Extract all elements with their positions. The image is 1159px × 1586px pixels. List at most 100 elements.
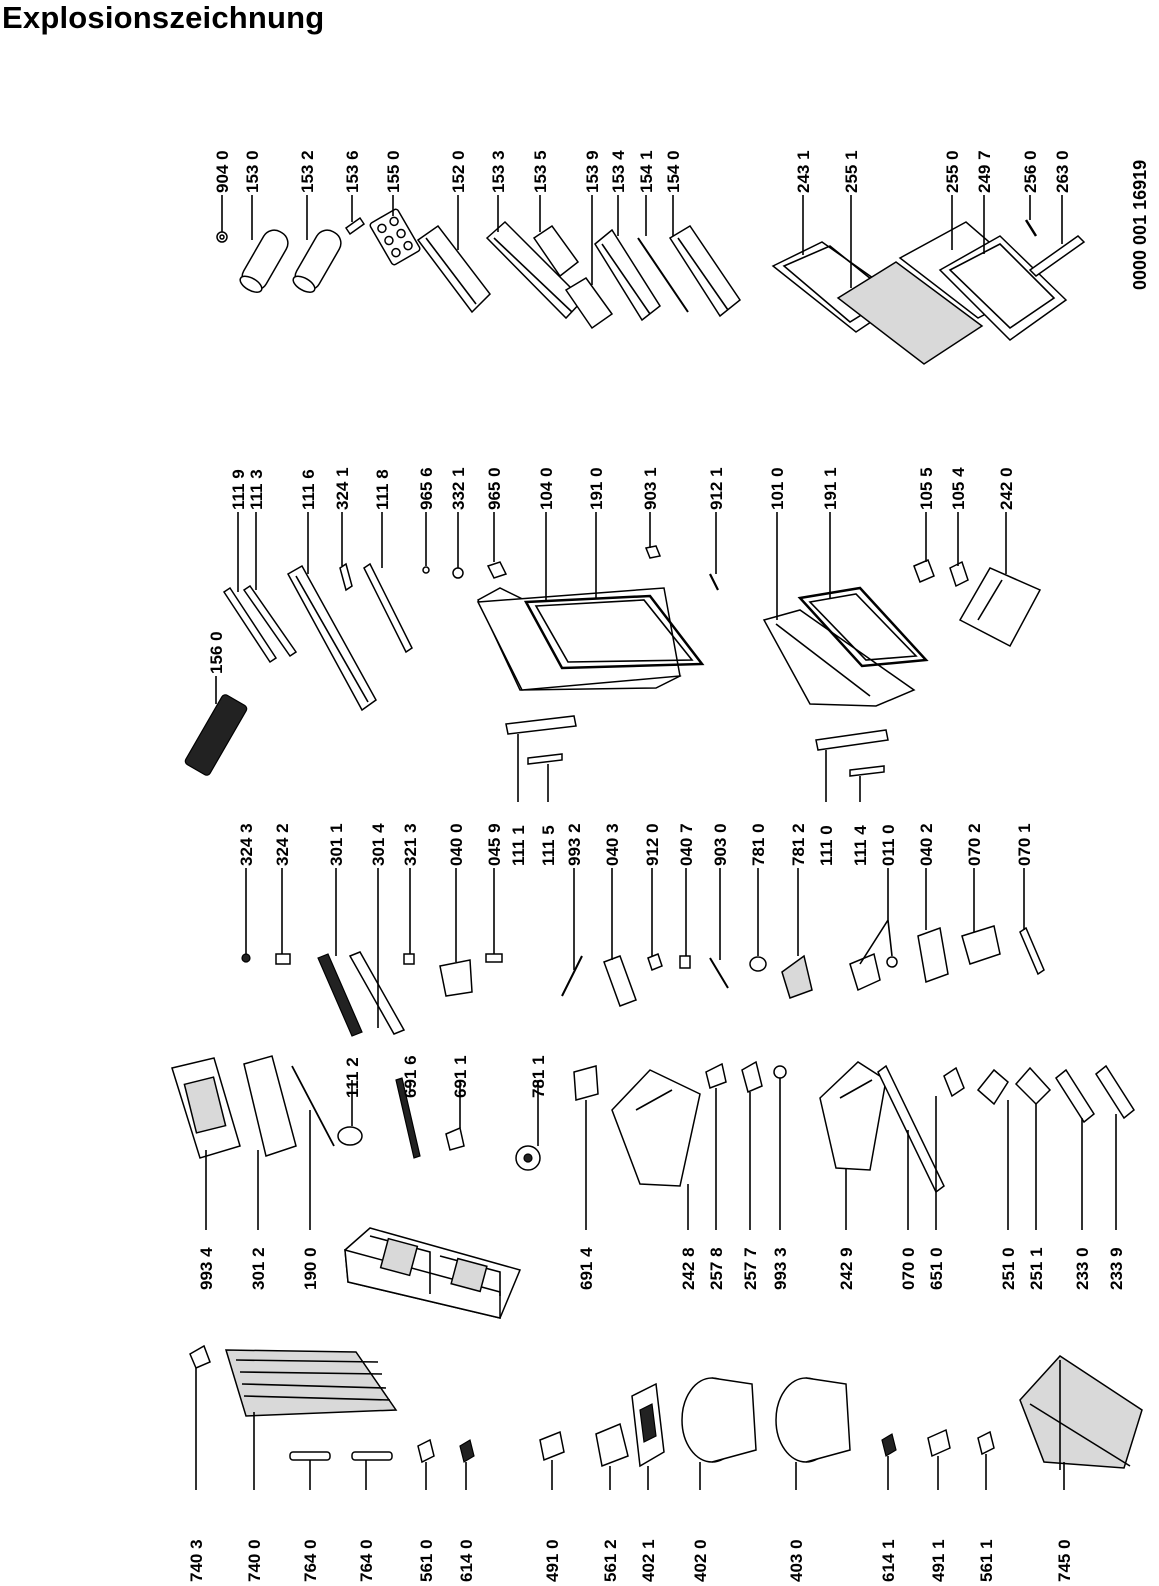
part-label: 301 1 [327, 823, 346, 866]
part-label: 153 5 [531, 150, 550, 193]
part-label: 781 0 [749, 823, 768, 866]
part-label: 263 0 [1053, 150, 1072, 193]
part-label: 903 0 [711, 823, 730, 866]
parts-bottom-row [189, 1344, 1143, 1470]
part-label: 045 9 [485, 823, 504, 866]
part-label: 332 1 [449, 467, 468, 510]
part-label: 190 0 [301, 1247, 320, 1290]
part-label: 491 1 [929, 1539, 948, 1582]
part-label: 993 4 [197, 1247, 216, 1290]
part-label: 153 3 [489, 150, 508, 193]
part-label: 251 1 [1027, 1247, 1046, 1290]
part-label: 242 0 [997, 467, 1016, 510]
part-label: 070 2 [965, 823, 984, 866]
part-label: 781 1 [529, 1055, 548, 1098]
part-label: 111 4 [851, 825, 870, 866]
cabinet-body [344, 1227, 522, 1319]
part-label: 111 1 [509, 825, 528, 866]
part-label: 070 1 [1015, 823, 1034, 866]
part-label: 255 0 [943, 150, 962, 193]
part-label: 191 1 [821, 467, 840, 510]
part-label: 740 3 [187, 1539, 206, 1582]
part-label: 740 0 [245, 1539, 264, 1582]
part-label: 156 0 [207, 631, 226, 674]
part-label: 614 0 [457, 1539, 476, 1582]
part-label: 301 4 [369, 823, 388, 866]
page-title: Explosionszeichnung [2, 0, 325, 35]
part-label: 764 0 [301, 1539, 320, 1582]
part-label: 257 8 [707, 1247, 726, 1290]
part-label: 561 2 [601, 1539, 620, 1582]
part-label: 255 1 [842, 150, 861, 193]
part-label: 154 0 [664, 150, 683, 193]
document-number: 0000 001 16919 [1130, 160, 1150, 290]
part-label: 111 5 [539, 825, 558, 866]
part-label: 904 0 [213, 150, 232, 193]
part-label: 111 0 [817, 825, 836, 866]
part-label: 614 1 [879, 1539, 898, 1582]
part-label: 111 8 [373, 469, 392, 510]
leader-lines [195, 195, 1117, 1490]
part-label: 651 0 [927, 1247, 946, 1290]
part-label: 155 0 [384, 150, 403, 193]
part-label: 993 3 [771, 1247, 790, 1290]
part-label: 402 0 [691, 1539, 710, 1582]
part-label: 153 0 [243, 150, 262, 193]
part-label: 691 4 [577, 1247, 596, 1290]
part-label: 324 1 [333, 467, 352, 510]
part-label: 153 6 [343, 150, 362, 193]
part-label: 040 3 [603, 823, 622, 866]
part-label: 111 3 [247, 469, 266, 510]
part-label: 561 0 [417, 1539, 436, 1582]
part-label: 903 1 [641, 467, 660, 510]
part-label: 040 0 [447, 823, 466, 866]
part-label: 154 1 [637, 150, 656, 193]
part-label: 249 7 [975, 150, 994, 193]
part-label: 781 2 [789, 823, 808, 866]
part-label: 324 3 [237, 823, 256, 866]
part-label: 491 0 [543, 1539, 562, 1582]
part-label: 912 1 [707, 467, 726, 510]
part-label: 256 0 [1021, 150, 1040, 193]
part-label: 243 1 [794, 150, 813, 193]
part-label: 745 0 [1055, 1539, 1074, 1582]
parts-middle [171, 925, 1135, 1194]
part-label: 011 0 [879, 824, 898, 866]
parts-upper-middle [184, 545, 1042, 777]
part-label: 040 7 [677, 823, 696, 866]
part-label: 301 2 [249, 1247, 268, 1290]
parts-top-row [216, 208, 1086, 365]
part-label: 101 0 [768, 467, 787, 510]
part-label: 403 0 [787, 1539, 806, 1582]
part-label: 233 9 [1107, 1247, 1126, 1290]
part-label: 257 7 [741, 1247, 760, 1290]
part-label: 324 2 [273, 823, 292, 866]
part-label: 153 2 [298, 150, 317, 193]
part-label: 153 4 [609, 150, 628, 193]
part-label: 965 0 [485, 467, 504, 510]
part-label: 105 5 [917, 467, 936, 510]
part-label: 153 9 [583, 150, 602, 193]
part-label: 233 0 [1073, 1247, 1092, 1290]
part-label: 691 1 [451, 1055, 470, 1098]
part-label: 070 0 [899, 1247, 918, 1290]
part-label: 111 9 [229, 469, 248, 510]
part-label: 242 9 [837, 1247, 856, 1290]
part-label: 111 6 [299, 469, 318, 510]
part-label: 105 4 [949, 467, 968, 510]
part-label: 402 1 [639, 1539, 658, 1582]
part-label: 321 3 [401, 823, 420, 866]
part-label: 993 2 [565, 823, 584, 866]
part-label: 242 8 [679, 1247, 698, 1290]
part-number-labels: 904 0 153 0 153 2 153 6 155 0 152 0 153 … [187, 150, 1126, 1582]
part-label: 111 2 [343, 1057, 362, 1098]
part-label: 691 6 [401, 1055, 420, 1098]
part-label: 040 2 [917, 823, 936, 866]
part-label: 965 6 [417, 467, 436, 510]
part-label: 764 0 [357, 1539, 376, 1582]
part-label: 191 0 [587, 467, 606, 510]
part-label: 251 0 [999, 1247, 1018, 1290]
part-label: 152 0 [449, 150, 468, 193]
part-label: 104 0 [537, 467, 556, 510]
